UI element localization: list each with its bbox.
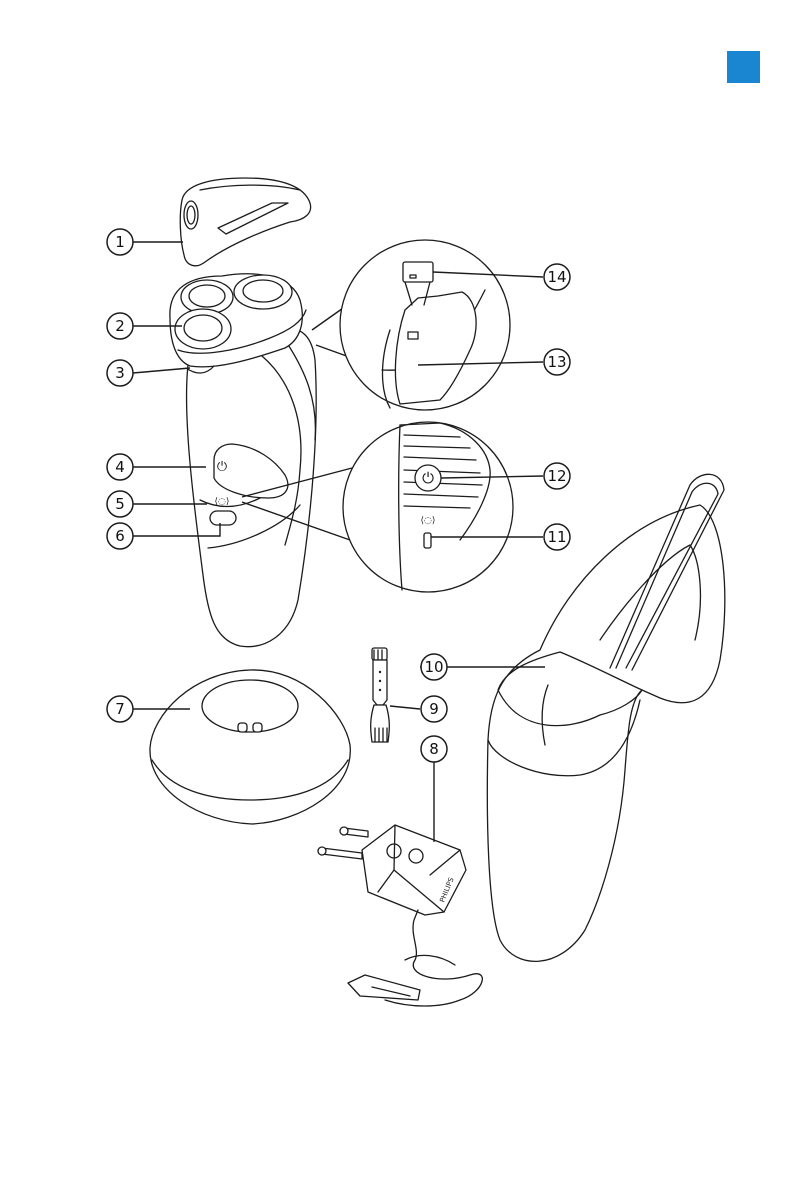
charging-stand-illustration [150, 670, 350, 824]
callout-5: 5 [107, 491, 133, 517]
callout-8-label: 8 [429, 740, 439, 758]
power-button-icon: ⏻ [422, 469, 434, 487]
callout-10: 10 [421, 654, 447, 680]
callout-7-label: 7 [115, 700, 125, 718]
callout-6-label: 6 [115, 527, 125, 545]
callout-4: 4 [107, 454, 133, 480]
callout-2-label: 2 [115, 317, 125, 335]
callout-2: 2 [107, 313, 133, 339]
callout-12-label: 12 [547, 467, 566, 485]
power-symbol-icon: ⏻ [217, 460, 227, 475]
callout-14-label: 14 [547, 268, 566, 286]
callout-4-label: 4 [115, 458, 125, 476]
callout-13: 13 [544, 349, 570, 375]
callout-3: 3 [107, 360, 133, 386]
battery-light-icon: ⟨◌⟩ [215, 497, 230, 507]
callout-9-label: 9 [429, 700, 439, 718]
callout-9: 9 [421, 696, 447, 722]
callout-7: 7 [107, 696, 133, 722]
shaver-symbol-icon: ⟨◌⟩ [421, 516, 436, 526]
callout-11-label: 11 [547, 528, 566, 546]
adapter-illustration: PHILIPS [318, 825, 482, 1006]
callout-12: 12 [544, 463, 570, 489]
cleaning-brush-illustration [371, 648, 390, 742]
shaver-illustration: ⏻ ⟨◌⟩ [170, 274, 316, 647]
callout-13-label: 13 [547, 353, 566, 371]
callout-10-label: 10 [424, 658, 443, 676]
protection-cap-illustration [180, 178, 310, 266]
callout-3-label: 3 [115, 364, 125, 382]
callout-5-label: 5 [115, 495, 125, 513]
callout-14: 14 [544, 264, 570, 290]
callout-6: 6 [107, 523, 133, 549]
callout-1: 1 [107, 229, 133, 255]
callout-8: 8 [421, 736, 447, 762]
callout-11: 11 [544, 524, 570, 550]
callout-1-label: 1 [115, 233, 125, 251]
trimmer-detail-illustration [312, 240, 510, 410]
pouch-illustration [487, 474, 725, 961]
